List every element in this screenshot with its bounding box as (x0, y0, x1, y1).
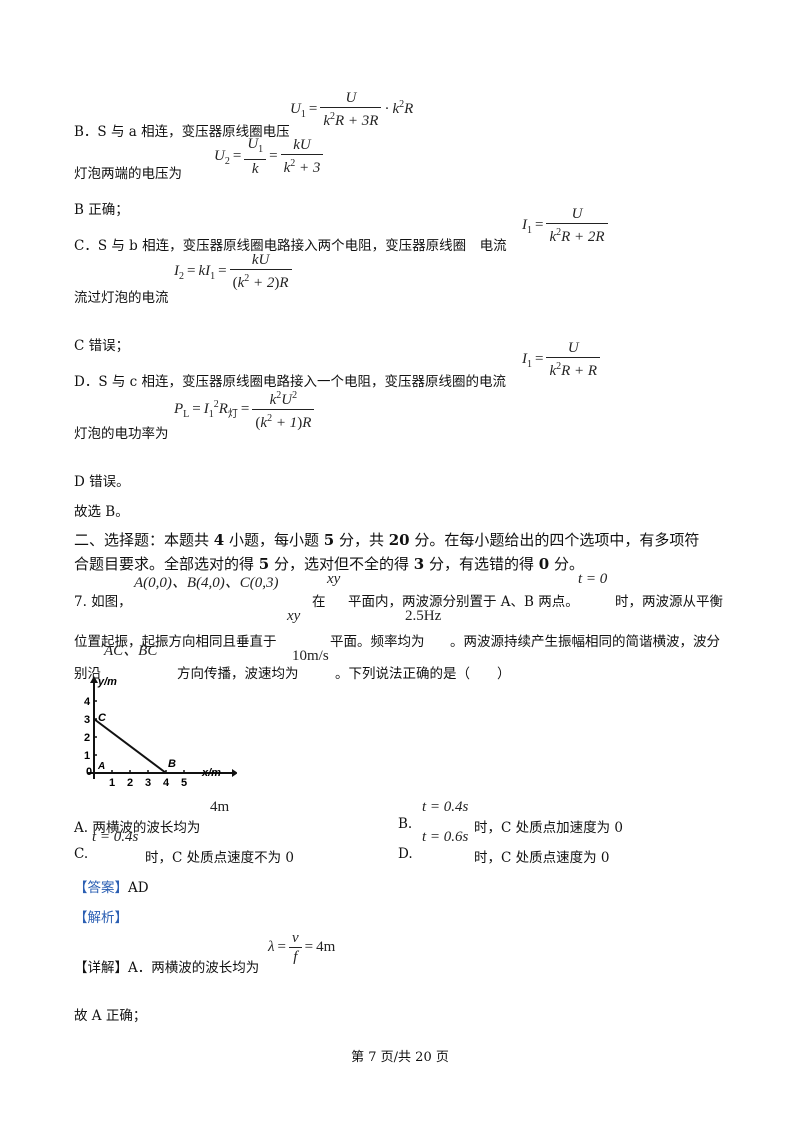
section-header-line1: 二、选择题：本题共 4 小题，每小题 5 分，共 20 分。在每小题给出的四个选… (74, 531, 700, 549)
y-tick-1: 1 (84, 750, 90, 762)
x-tick-5: 5 (181, 777, 187, 787)
option-d-time: t = 0.6s (422, 829, 469, 845)
point-a-label: A (97, 761, 105, 772)
formula-pl: PL=I12R灯=k2U2(k2 + 1)R (174, 388, 315, 431)
answer-line: 【答案】AD (74, 876, 149, 896)
x-tick-4: 4 (163, 777, 170, 787)
option-a-value: 4m (210, 799, 230, 815)
detail-line: 【详解】A．两横波的波长均为 (74, 956, 259, 976)
y-tick-2: 2 (84, 732, 90, 744)
detail-tag: 【详解】 (74, 960, 128, 976)
option-d-verdict: D 错误。 (74, 474, 130, 490)
option-d-text: 时，C 处质点速度为 0 (474, 850, 610, 866)
conclusion-b: 故选 B。 (74, 504, 129, 520)
option-b-verdict: B 正确； (74, 202, 129, 218)
y-tick-3: 3 (84, 714, 90, 726)
option-c-line1: C．S 与 b 相连，变压器原线圈电路接入两个电阻，变压器原线圈 电流 (74, 238, 507, 254)
answer-tag: 【答案】 (74, 880, 128, 896)
option-d-label: D. (398, 846, 413, 862)
coordinate-figure: y/m x/m 1 2 3 4 0 1 2 3 4 5 A B C (84, 676, 237, 787)
q7-dirs: AC、BC (104, 643, 158, 659)
q7-speed: 10m/s (292, 648, 329, 664)
q7-line2b: 平面。频率均为 (330, 634, 425, 650)
y-axis-label: y/m (97, 676, 117, 688)
x-axis-arrow (232, 769, 237, 777)
option-c-time: t = 0.4s (92, 829, 139, 845)
q7-seg1: 在 (312, 594, 326, 610)
option-b-text: 时，C 处质点加速度为 0 (474, 820, 624, 836)
q7-line3b: 方向传播，波速均为 (177, 666, 299, 682)
x-tick-3: 3 (145, 777, 151, 787)
detail-text: A．两横波的波长均为 (128, 960, 260, 976)
segment-cb (93, 718, 167, 774)
analysis-tag: 【解析】 (74, 910, 128, 926)
y-axis-arrow (90, 676, 98, 683)
point-c-label: C (98, 712, 107, 724)
option-b-line2: 灯泡两端的电压为 (74, 166, 182, 182)
option-c-verdict: C 错误； (74, 338, 130, 354)
option-c-label: C. (74, 846, 89, 862)
q7-t-zero: t = 0 (578, 571, 608, 587)
q7-seg2: 平面内，两波源分别置于 A、B 两点。 (348, 594, 579, 610)
x-tick-1: 1 (109, 777, 115, 787)
option-c-text: 时，C 处质点速度不为 0 (145, 850, 295, 866)
detail-conclusion: 故 A 正确； (74, 1008, 147, 1024)
option-c-line2: 流过灯泡的电流 (74, 290, 169, 306)
option-d-line2: 灯泡的电功率为 (74, 426, 169, 442)
q7-points: A(0,0)、B(4,0)、C(0,3) (134, 575, 279, 591)
q7-freq: 2.5Hz (405, 608, 442, 624)
q7-xy-b: xy (287, 608, 301, 624)
x-tick-2: 2 (127, 777, 133, 787)
origin-label: 0 (86, 766, 92, 778)
x-axis-label: x/m (201, 767, 221, 779)
y-tick-4: 4 (84, 696, 91, 708)
formula-i2: I2=kI1=kU(k2 + 2)R (174, 252, 292, 291)
q7-line2c: 。两波源持续产生振幅相同的简谐横波，波分 (450, 634, 720, 650)
option-b-line1: B．S 与 a 相连，变压器原线圈电压 (74, 124, 290, 140)
q7-line1: 7. 如图， (74, 594, 132, 610)
answer-value: AD (128, 880, 149, 896)
option-b-time: t = 0.4s (422, 799, 469, 815)
q7-seg3: 时，两波源从平衡 (615, 594, 723, 610)
q7-line2a: 位置起振，起振方向相同且垂直于 (74, 634, 277, 650)
section-header-line2: 合题目要求。全部选对的得 5 分，选对但不全的得 3 分，有选错的得 0 分。 (74, 555, 584, 573)
q7-line3c: 。下列说法正确的是（ ） (335, 666, 511, 682)
option-a-label: A. 两横波的波长均为 (74, 820, 201, 836)
q7-xy-a: xy (327, 571, 341, 587)
option-b-label: B. (398, 816, 413, 832)
option-d-line1: D．S 与 c 相连，变压器原线圈电路接入一个电阻，变压器原线圈的电流 (74, 374, 507, 390)
point-b-label: B (168, 758, 176, 770)
page-footer: 第 7 页/共 20 页 (351, 1050, 449, 1065)
